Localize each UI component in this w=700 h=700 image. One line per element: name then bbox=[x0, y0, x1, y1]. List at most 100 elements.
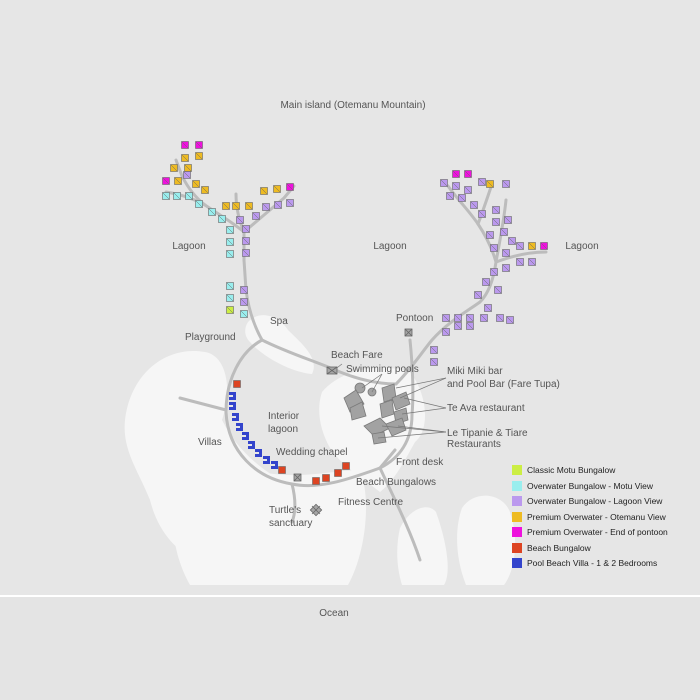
label-playground: Playground bbox=[185, 332, 236, 343]
bungalow-cross bbox=[184, 164, 192, 172]
legend-item: Overwater Bungalow - Motu View bbox=[512, 480, 653, 492]
bungalow-cross bbox=[442, 328, 450, 336]
leader-swim-2 bbox=[371, 373, 383, 393]
bungalow-cross bbox=[260, 187, 268, 195]
bungalow-cross bbox=[430, 358, 438, 366]
bungalow-cross bbox=[226, 250, 234, 258]
bungalow-cross bbox=[185, 192, 193, 200]
bungalow-marker bbox=[322, 474, 330, 482]
leader-miki-1 bbox=[395, 377, 447, 389]
bungalow-cross bbox=[478, 178, 486, 186]
bungalow-cross bbox=[201, 186, 209, 194]
motu-land bbox=[124, 315, 516, 585]
leader-tipanie-3 bbox=[377, 431, 447, 439]
pool-villa-marker bbox=[271, 461, 278, 469]
bungalow-cross bbox=[181, 154, 189, 162]
leader-miki-2 bbox=[399, 377, 447, 399]
leader-swim-1 bbox=[361, 373, 383, 389]
legend-item: Premium Overwater - End of pontoon bbox=[512, 526, 668, 538]
bungalow-cross bbox=[181, 141, 189, 149]
motu-finger-1 bbox=[397, 507, 448, 585]
pool-building-2 bbox=[349, 401, 367, 421]
swimming-pool-round bbox=[354, 382, 366, 394]
legend-swatch bbox=[512, 465, 522, 475]
legend-label: Premium Overwater - Otemanu View bbox=[527, 511, 666, 522]
bungalow-cross bbox=[440, 179, 448, 187]
bungalow-cross bbox=[286, 183, 294, 191]
legend-swatch bbox=[512, 511, 522, 522]
leader-teava-2 bbox=[403, 397, 447, 409]
motu-spa bbox=[245, 315, 314, 374]
bungalow-cross bbox=[480, 314, 488, 322]
bungalow-cross bbox=[286, 199, 294, 207]
label-lagoon-left: Lagoon bbox=[172, 241, 205, 252]
bungalow-cross bbox=[226, 226, 234, 234]
label-tipanie-1: Le Tipanie & Tiare bbox=[447, 428, 528, 439]
bungalow-cross bbox=[486, 231, 494, 239]
legend-item: Overwater Bungalow - Lagoon View bbox=[512, 495, 662, 507]
bungalow-cross bbox=[502, 264, 510, 272]
legend-item: Pool Beach Villa - 1 & 2 Bedrooms bbox=[512, 557, 657, 569]
pool-villa-marker bbox=[263, 456, 270, 464]
bungalow-marker bbox=[334, 469, 342, 477]
bungalow-cross bbox=[245, 202, 253, 210]
label-beach-bungalows: Beach Bungalows bbox=[356, 477, 436, 488]
legend-label: Classic Motu Bungalow bbox=[527, 465, 616, 475]
bungalow-cross bbox=[502, 249, 510, 257]
legend-item: Beach Bungalow bbox=[512, 542, 591, 554]
bungalow-cross bbox=[192, 180, 200, 188]
leader-teava-1 bbox=[401, 407, 447, 415]
bungalow-cross bbox=[486, 180, 494, 188]
legend-swatch bbox=[512, 558, 522, 568]
label-miki-miki-2: and Pool Bar (Fare Tupa) bbox=[447, 379, 560, 390]
label-interior-1: Interior bbox=[268, 411, 300, 422]
pool-villa-marker bbox=[248, 441, 255, 449]
bungalow-cross bbox=[478, 210, 486, 218]
walkway-spa-link bbox=[260, 338, 398, 386]
bungalow-cross bbox=[466, 314, 474, 322]
walkway-pontoon-link bbox=[408, 338, 415, 417]
bungalow-cross bbox=[464, 186, 472, 194]
bungalow-cross bbox=[195, 152, 203, 160]
pool-villa-marker bbox=[232, 413, 239, 421]
walkway-front-desk bbox=[378, 448, 397, 470]
label-te-ava: Te Ava restaurant bbox=[447, 403, 525, 414]
label-wedding-chapel: Wedding chapel bbox=[276, 447, 348, 458]
pontoon-icon bbox=[404, 328, 413, 337]
bungalow-cross bbox=[454, 322, 462, 330]
bungalow-cross bbox=[490, 268, 498, 276]
bungalow-cross bbox=[162, 192, 170, 200]
label-villas: Villas bbox=[198, 437, 222, 448]
bungalow-cross bbox=[452, 170, 460, 178]
walkway-turtle bbox=[290, 482, 297, 524]
legend-swatch bbox=[512, 527, 522, 537]
bungalow-cross bbox=[508, 237, 516, 245]
pontoon-right-arm-side bbox=[494, 250, 548, 264]
bungalow-cross bbox=[174, 177, 182, 185]
bungalow-cross bbox=[195, 141, 203, 149]
bungalow-cross bbox=[484, 304, 492, 312]
bungalow-cross bbox=[242, 225, 250, 233]
bungalow-cross bbox=[458, 194, 466, 202]
legend-label: Overwater Bungalow - Lagoon View bbox=[527, 496, 663, 506]
bungalow-cross bbox=[464, 170, 472, 178]
pool-villa-marker bbox=[229, 402, 236, 410]
bungalow-cross bbox=[240, 298, 248, 306]
bungalow-cross bbox=[262, 203, 270, 211]
label-interior-2: lagoon bbox=[268, 424, 298, 435]
bungalow-cross bbox=[195, 200, 203, 208]
bungalow-cross bbox=[222, 202, 230, 210]
bungalow-marker bbox=[312, 477, 320, 485]
bungalow-marker bbox=[342, 462, 350, 470]
beach-fare-icon bbox=[326, 366, 338, 375]
motu-finger-2 bbox=[457, 495, 516, 585]
bungalow-cross bbox=[274, 201, 282, 209]
bungalow-cross bbox=[454, 314, 462, 322]
walkway-villas-spur bbox=[178, 396, 228, 412]
bungalow-cross bbox=[540, 242, 548, 250]
label-pontoon: Pontoon bbox=[396, 313, 433, 324]
bungalow-cross bbox=[173, 192, 181, 200]
pool-villa-marker bbox=[255, 449, 262, 457]
